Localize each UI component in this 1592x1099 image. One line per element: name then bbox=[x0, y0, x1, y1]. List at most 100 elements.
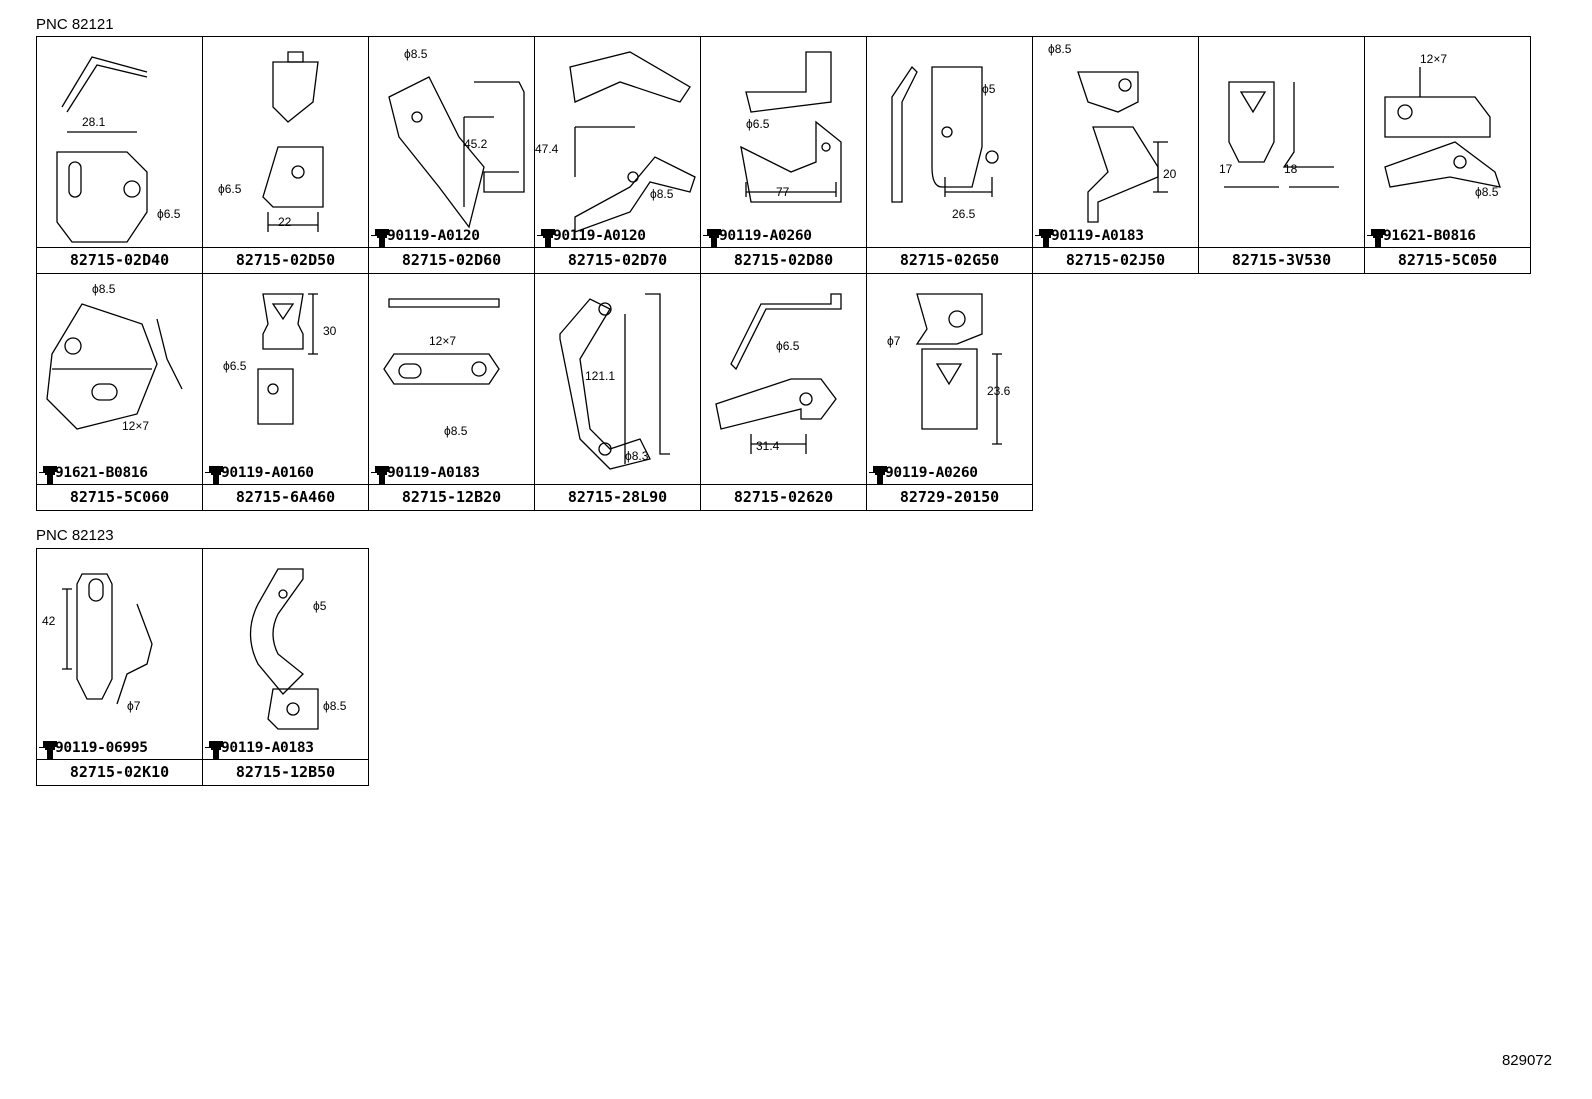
bolt-part-number: 90119-A0183 bbox=[387, 465, 480, 481]
bolt-part-number: 91621-B0816 bbox=[1383, 228, 1476, 244]
bracket-sketch bbox=[46, 303, 183, 430]
part-drawing: ϕ6.5 77 90119-A0260 bbox=[701, 37, 866, 247]
bolt-part-number: 90119-A0120 bbox=[387, 228, 480, 244]
bolt-part-number: 90119-A0260 bbox=[719, 228, 812, 244]
part-cell: 42 ϕ7 90119-06995 82715-02K10 bbox=[37, 549, 203, 786]
bolt-icon bbox=[375, 466, 389, 484]
part-cell: ϕ8.5 45.2 90119-A0120 82715-02D60 bbox=[369, 37, 535, 274]
dimension-label: 121.1 bbox=[585, 369, 616, 383]
dimension-label: 30 bbox=[323, 324, 337, 338]
dimension-label: ϕ8.5 bbox=[444, 424, 468, 438]
part-number[interactable]: 82715-6A460 bbox=[203, 484, 368, 510]
bracket-sketch bbox=[559, 293, 670, 470]
bolt-icon bbox=[873, 466, 887, 484]
part-number[interactable]: 82715-02620 bbox=[701, 484, 866, 510]
dimension-label: 20 bbox=[1163, 167, 1177, 181]
bolt-callout: 90119-A0160 bbox=[205, 464, 314, 484]
dimension-label: ϕ6.5 bbox=[157, 207, 181, 221]
part-cell: ϕ6.5 31.4 82715-02620 bbox=[701, 274, 867, 511]
bracket-sketch bbox=[1224, 81, 1339, 188]
bracket-sketch bbox=[62, 573, 153, 705]
bolt-callout: 90119-A0120 bbox=[371, 227, 480, 247]
dimension-label: ϕ8.5 bbox=[650, 187, 674, 201]
dimension-label: 42 bbox=[42, 614, 56, 628]
part-number[interactable]: 82729-20150 bbox=[867, 484, 1032, 510]
group1-title: PNC 82121 bbox=[36, 16, 114, 33]
part-number[interactable]: 82715-28L90 bbox=[535, 484, 700, 510]
dimension-label: ϕ6.5 bbox=[746, 117, 770, 131]
dimension-label: ϕ8.5 bbox=[404, 47, 428, 61]
bracket-sketch bbox=[56, 56, 148, 243]
part-drawing: 42 ϕ7 90119-06995 bbox=[37, 549, 202, 759]
bracket-sketch bbox=[388, 76, 525, 229]
part-drawing: ϕ6.5 31.4 bbox=[701, 274, 866, 484]
bracket-sketch bbox=[915, 293, 1002, 445]
part-number[interactable]: 82715-02J50 bbox=[1033, 247, 1198, 273]
dimension-label: 26.5 bbox=[952, 207, 976, 221]
group2-title: PNC 82123 bbox=[36, 527, 114, 544]
bolt-icon bbox=[209, 741, 223, 759]
part-number[interactable]: 82715-02D50 bbox=[203, 247, 368, 273]
dimension-label: 45.2 bbox=[464, 137, 488, 151]
bolt-callout: 90119-A0260 bbox=[703, 227, 812, 247]
bolt-callout: 90119-A0183 bbox=[205, 739, 314, 759]
dimension-label: ϕ5 bbox=[982, 82, 996, 96]
dimension-label: 22 bbox=[278, 215, 292, 229]
bracket-sketch bbox=[262, 51, 324, 232]
part-number[interactable]: 82715-5C050 bbox=[1365, 247, 1530, 273]
part-number[interactable]: 82715-12B50 bbox=[203, 759, 368, 785]
bracket-sketch bbox=[891, 65, 999, 203]
bracket-sketch bbox=[383, 298, 500, 385]
part-number[interactable]: 82715-5C060 bbox=[37, 484, 202, 510]
part-number[interactable]: 82715-02D60 bbox=[369, 247, 534, 273]
bolt-icon bbox=[209, 466, 223, 484]
part-number[interactable]: 82715-02D80 bbox=[701, 247, 866, 273]
part-number[interactable]: 82715-02G50 bbox=[867, 247, 1032, 273]
dimension-label: 77 bbox=[776, 185, 790, 199]
part-number[interactable]: 82715-12B20 bbox=[369, 484, 534, 510]
part-number[interactable]: 82715-02K10 bbox=[37, 759, 202, 785]
dimension-label: 31.4 bbox=[756, 439, 780, 453]
bolt-callout: 91621-B0816 bbox=[39, 464, 148, 484]
bolt-icon bbox=[1371, 229, 1385, 247]
bolt-part-number: 90119-A0183 bbox=[221, 740, 314, 756]
part-cell: ϕ6.5 77 90119-A0260 82715-02D80 bbox=[701, 37, 867, 274]
bolt-callout: 91621-B0816 bbox=[1367, 227, 1476, 247]
dimension-label: ϕ8.5 bbox=[1475, 185, 1499, 199]
part-number[interactable]: 82715-02D40 bbox=[37, 247, 202, 273]
bolt-part-number: 90119-06995 bbox=[55, 740, 148, 756]
dimension-label: ϕ7 bbox=[127, 699, 141, 713]
dimension-label: ϕ8.5 bbox=[92, 282, 116, 296]
bracket-sketch bbox=[1077, 71, 1168, 223]
part-number[interactable]: 82715-3V530 bbox=[1199, 247, 1364, 273]
bolt-part-number: 91621-B0816 bbox=[55, 465, 148, 481]
bolt-callout: 90119-06995 bbox=[39, 739, 148, 759]
bolt-part-number: 90119-A0260 bbox=[885, 465, 978, 481]
part-cell: 12×7 ϕ8.5 91621-B0816 82715-5C050 bbox=[1365, 37, 1531, 274]
part-cell: 12×7 ϕ8.5 90119-A0183 82715-12B20 bbox=[369, 274, 535, 511]
bolt-icon bbox=[375, 229, 389, 247]
bolt-callout: 90119-A0260 bbox=[869, 464, 978, 484]
dimension-label: 12×7 bbox=[1420, 52, 1448, 66]
part-number[interactable]: 82715-02D70 bbox=[535, 247, 700, 273]
dimension-label: 12×7 bbox=[429, 334, 457, 348]
dimension-label: ϕ6.5 bbox=[223, 359, 247, 373]
bolt-callout: 90119-A0183 bbox=[371, 464, 480, 484]
dimension-label: ϕ6.5 bbox=[776, 339, 800, 353]
